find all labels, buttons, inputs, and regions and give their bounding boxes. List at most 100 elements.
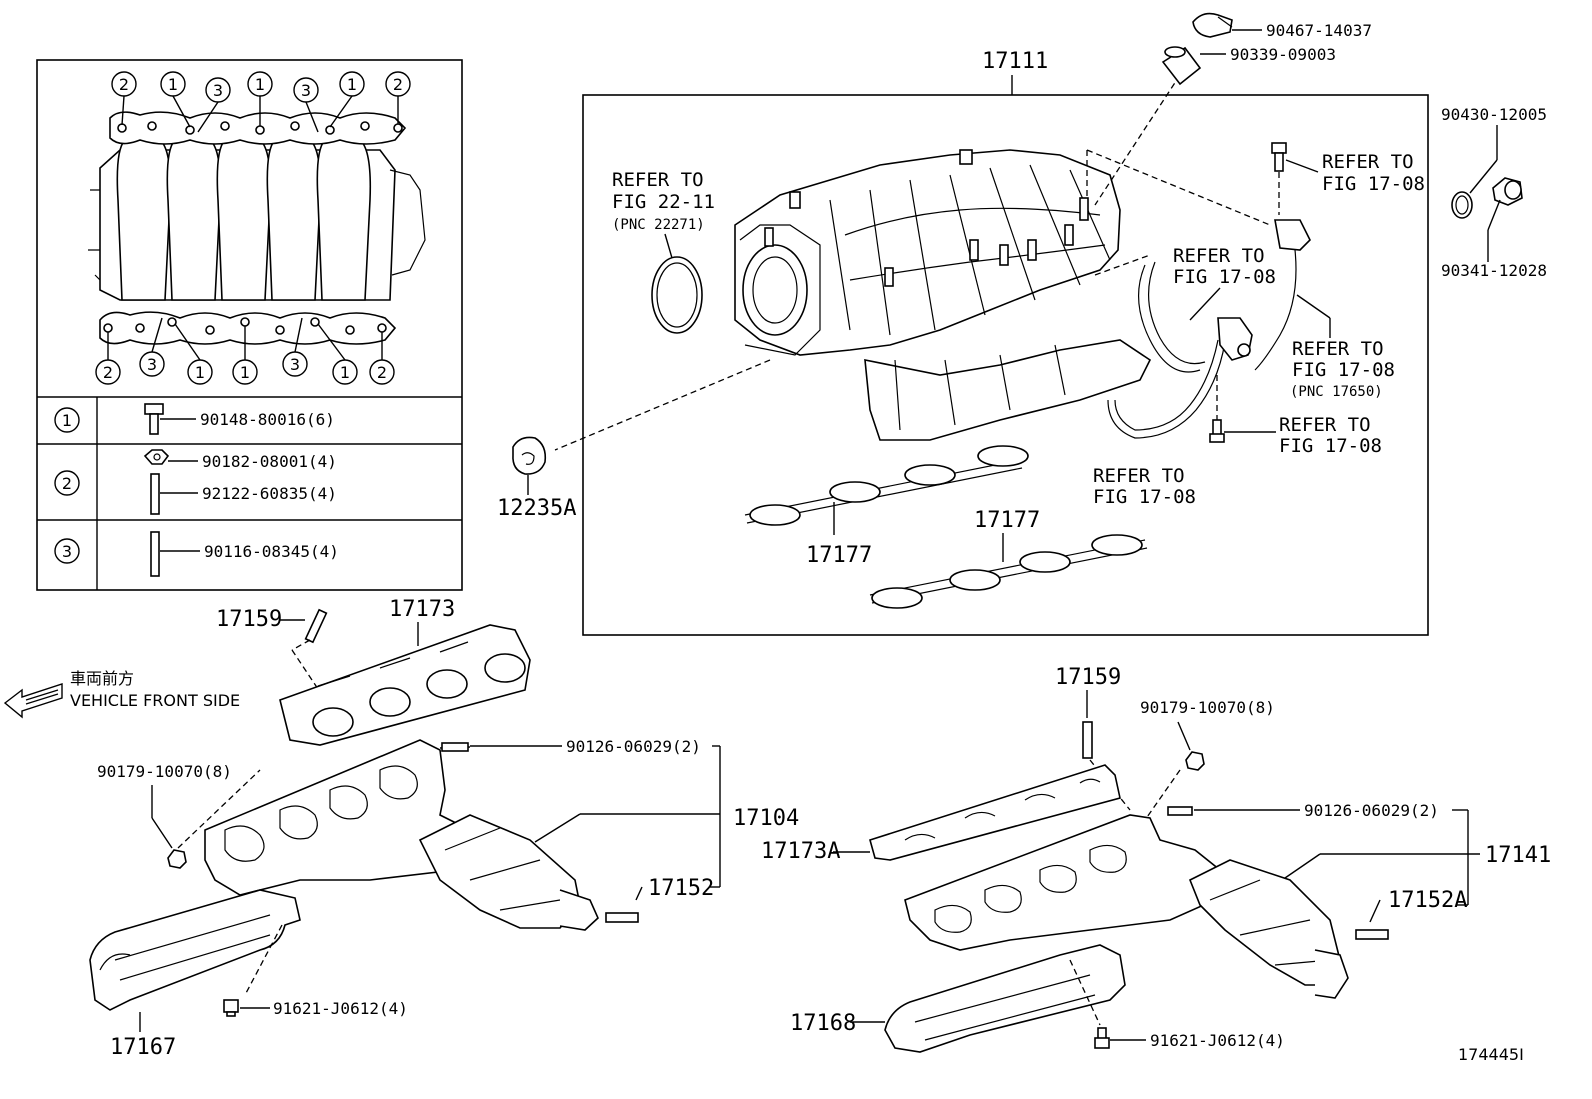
top-callout-7: 2: [393, 75, 403, 94]
manifold-top-view: [88, 111, 426, 345]
bolt-91621-right: [1094, 1027, 1110, 1049]
bottom-callout-1: 2: [103, 363, 113, 382]
legend-row-2-part-1: 90182-08001(4): [202, 452, 337, 471]
label-17152: 17152: [648, 876, 714, 901]
exhaust-gasket-17173a: [869, 764, 1121, 861]
label-17173: 17173: [389, 597, 455, 622]
bottom-callout-7: 2: [377, 363, 387, 382]
refer-f-line-2: FIG 17-08: [1093, 486, 1196, 508]
grommet-12235a: [512, 436, 547, 475]
front-label-en: VEHICLE FRONT SIDE: [70, 691, 240, 710]
front-label-jp: 車両前方: [70, 669, 134, 688]
figure-id: 174445I: [1458, 1045, 1524, 1064]
gasket-90430: [1451, 191, 1473, 219]
bottom-callout-5: 3: [290, 355, 300, 374]
bottom-callout-4: 1: [240, 363, 250, 382]
refer-b-line-2: FIG 17-08: [1322, 173, 1425, 195]
hose-clamp: [1192, 12, 1233, 38]
top-callout-3: 3: [213, 81, 223, 100]
label-90467-14037: 90467-14037: [1266, 21, 1372, 40]
nut-icon: [143, 449, 170, 465]
front-direction-arrow: [3, 683, 63, 719]
label-90179-10070-right: 90179-10070(8): [1140, 698, 1275, 717]
top-callout-6: 1: [347, 75, 357, 94]
gasket-17177-lower: [869, 534, 1148, 609]
flange-bolt-icon: [144, 403, 164, 435]
label-17111: 17111: [982, 49, 1048, 74]
legend-row-1-part: 90148-80016(6): [200, 410, 335, 429]
refer-a-line-3: (PNC 22271): [612, 217, 705, 233]
vsv-valve: [1217, 317, 1253, 361]
vacuum-hose: [1161, 46, 1202, 86]
heat-insulator-17167: [89, 889, 301, 1011]
bottom-callout-3: 1: [195, 363, 205, 382]
label-90430-12005: 90430-12005: [1441, 105, 1547, 124]
label-17152a: 17152A: [1388, 888, 1467, 913]
bolt-91621-left: [223, 999, 239, 1017]
stud-17159-left: [304, 608, 328, 644]
label-17177-lower: 17177: [974, 508, 1040, 533]
label-17167: 17167: [110, 1035, 176, 1060]
refer-f-line-1: REFER TO: [1093, 465, 1185, 487]
stud-90126-right: [1167, 806, 1193, 816]
intake-manifold-group: 17111: [554, 49, 1429, 636]
refer-d-line-1: REFER TO: [1292, 338, 1384, 360]
exhaust-manifold-17104: [204, 739, 599, 931]
top-callout-2: 1: [168, 75, 178, 94]
label-17159-left: 17159: [216, 607, 282, 632]
nut-right: [1185, 751, 1205, 771]
bottom-callout-2: 3: [147, 355, 157, 374]
refer-d-line-2: FIG 17-08: [1292, 359, 1395, 381]
plug-90341: [1492, 177, 1523, 206]
label-17159-right: 17159: [1055, 665, 1121, 690]
top-callout-5: 3: [301, 81, 311, 100]
bottom-callouts: 2 3 1 1 3 1 2: [95, 317, 395, 385]
stud-17152: [605, 912, 639, 923]
legend-row-3: 3 90116-08345(4): [54, 531, 339, 577]
label-17168: 17168: [790, 1011, 856, 1036]
refer-b-line-1: REFER TO: [1322, 151, 1414, 173]
legend-row-2-number: 2: [62, 474, 72, 493]
legend-row-3-number: 3: [62, 542, 72, 561]
throttle-o-ring: [651, 256, 703, 334]
heat-insulator-17168: [884, 944, 1126, 1053]
refer-e-line-2: FIG 17-08: [1279, 435, 1382, 457]
bottom-callout-6: 1: [340, 363, 350, 382]
gasket-17177-upper: [744, 445, 1029, 526]
label-90126-06029-left: 90126-06029(2): [566, 737, 701, 756]
refer-c-line-2: FIG 17-08: [1173, 266, 1276, 288]
label-17177-upper: 17177: [806, 543, 872, 568]
nut-left: [167, 849, 187, 869]
label-90341-12028: 90341-12028: [1441, 261, 1547, 280]
label-90179-10070-left: 90179-10070(8): [97, 762, 232, 781]
label-17104: 17104: [733, 806, 799, 831]
bolt-icon-e: [1209, 419, 1225, 443]
legend-row-3-part: 90116-08345(4): [204, 542, 339, 561]
stud-90126-left: [441, 742, 469, 752]
label-12235a: 12235A: [497, 496, 576, 521]
legend-panel: 2 1 3 1 3 1 2 2 3 1 1 3 1: [36, 59, 463, 591]
stud-bolt-icon: [150, 531, 160, 577]
top-callouts: 2 1 3 1 3 1 2: [111, 71, 411, 133]
top-callout-1: 2: [119, 75, 129, 94]
stud-17152a: [1355, 929, 1389, 940]
legend-row-1-number: 1: [62, 411, 72, 430]
refer-a-line-1: REFER TO: [612, 169, 704, 191]
sensor-connector: [1254, 219, 1311, 371]
label-90339-09003: 90339-09003: [1230, 45, 1336, 64]
label-17141: 17141: [1485, 843, 1551, 868]
refer-c-line-1: REFER TO: [1173, 245, 1265, 267]
exhaust-gasket-17173: [279, 624, 531, 746]
stud-17159-right: [1082, 721, 1093, 759]
label-17173a: 17173A: [761, 839, 840, 864]
refer-e-line-1: REFER TO: [1279, 414, 1371, 436]
legend-row-2-part-2: 92122-60835(4): [202, 484, 337, 503]
legend-row-2: 2 90182-08001(4) 92122-60835(4): [54, 449, 337, 515]
stud-icon: [150, 473, 160, 515]
bolt-icon-b: [1271, 142, 1287, 172]
label-90126-06029-right: 90126-06029(2): [1304, 801, 1439, 820]
refer-a-line-2: FIG 22-11: [612, 191, 715, 213]
legend-row-1: 1 90148-80016(6): [54, 403, 335, 435]
label-91621-j0612-left: 91621-J0612(4): [273, 999, 408, 1018]
